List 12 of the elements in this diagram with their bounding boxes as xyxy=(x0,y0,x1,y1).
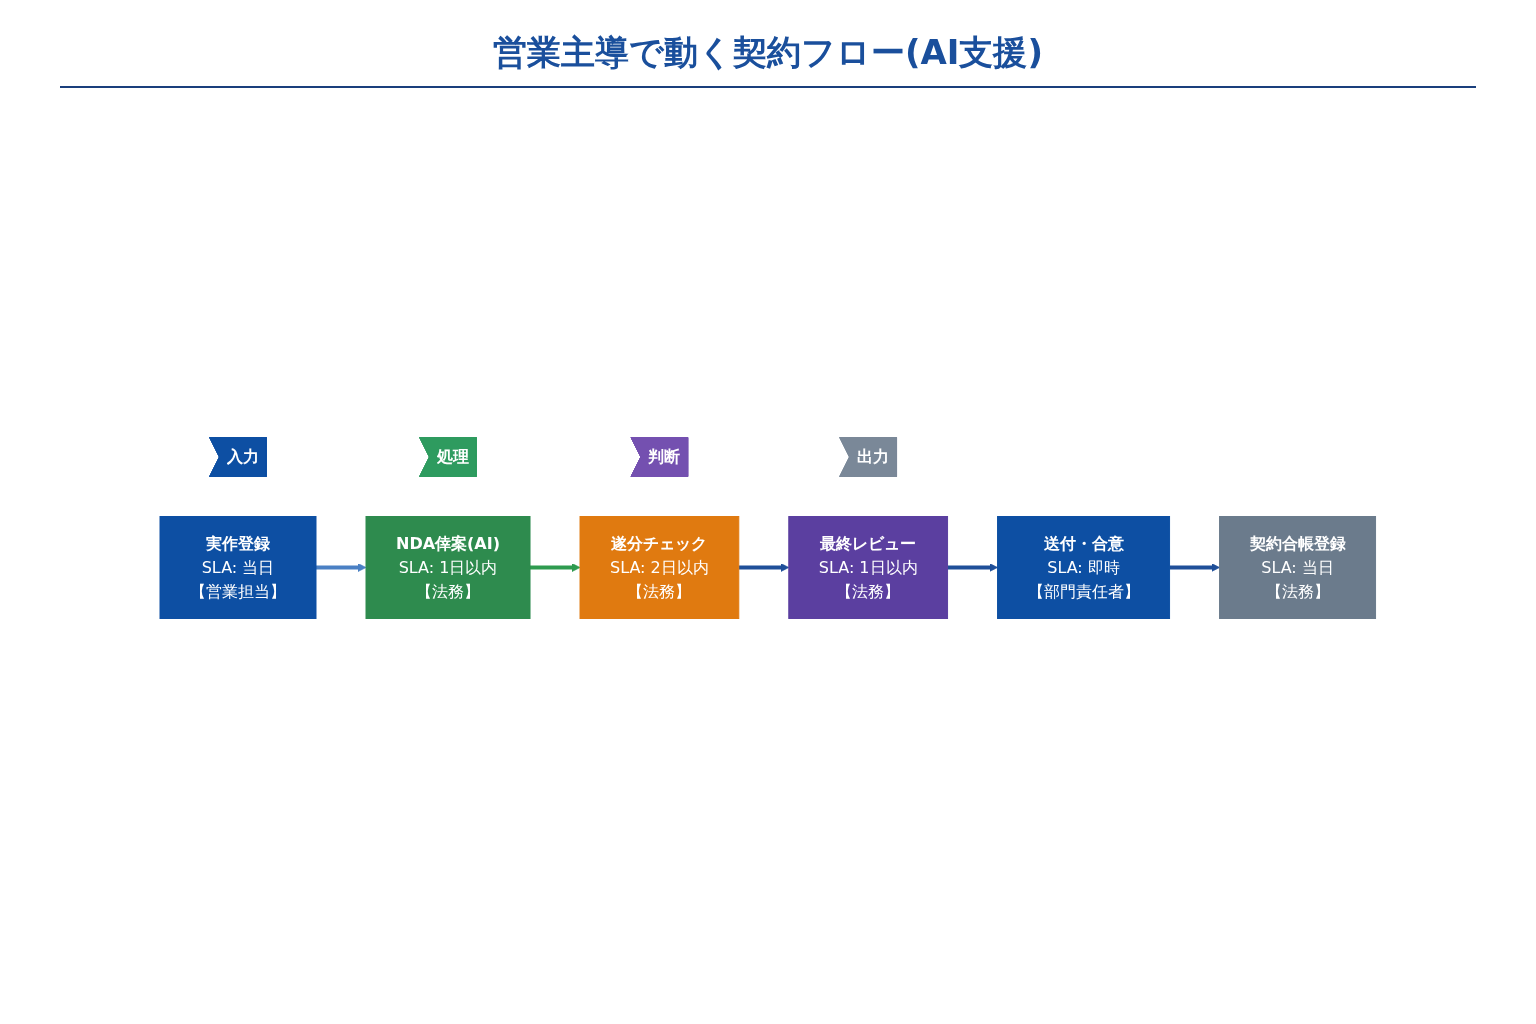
arrow xyxy=(1169,563,1221,572)
arrow xyxy=(530,563,581,572)
node-box: 遂分チェック SLA: 2日以内 【法務】 xyxy=(579,516,740,619)
arrow xyxy=(947,563,999,572)
arrow xyxy=(316,563,367,572)
arrow xyxy=(739,563,790,572)
node-box: NDA倖案(AI) SLA: 1日以内 【法務】 xyxy=(365,516,531,619)
node-box: 最終レビュー SLA: 1日以内 【法務】 xyxy=(788,516,949,619)
diagram-title: 営業主導で動く契約フロー(AI支援) xyxy=(60,0,1476,88)
node-box: 契約合帳登録 SLA: 当日 【法務】 xyxy=(1219,516,1377,619)
node-box: 実作登録 SLA: 当日 【営業担当】 xyxy=(159,516,317,619)
node-box: 送付・合意 SLA: 即時 【部門責任者】 xyxy=(997,516,1171,619)
